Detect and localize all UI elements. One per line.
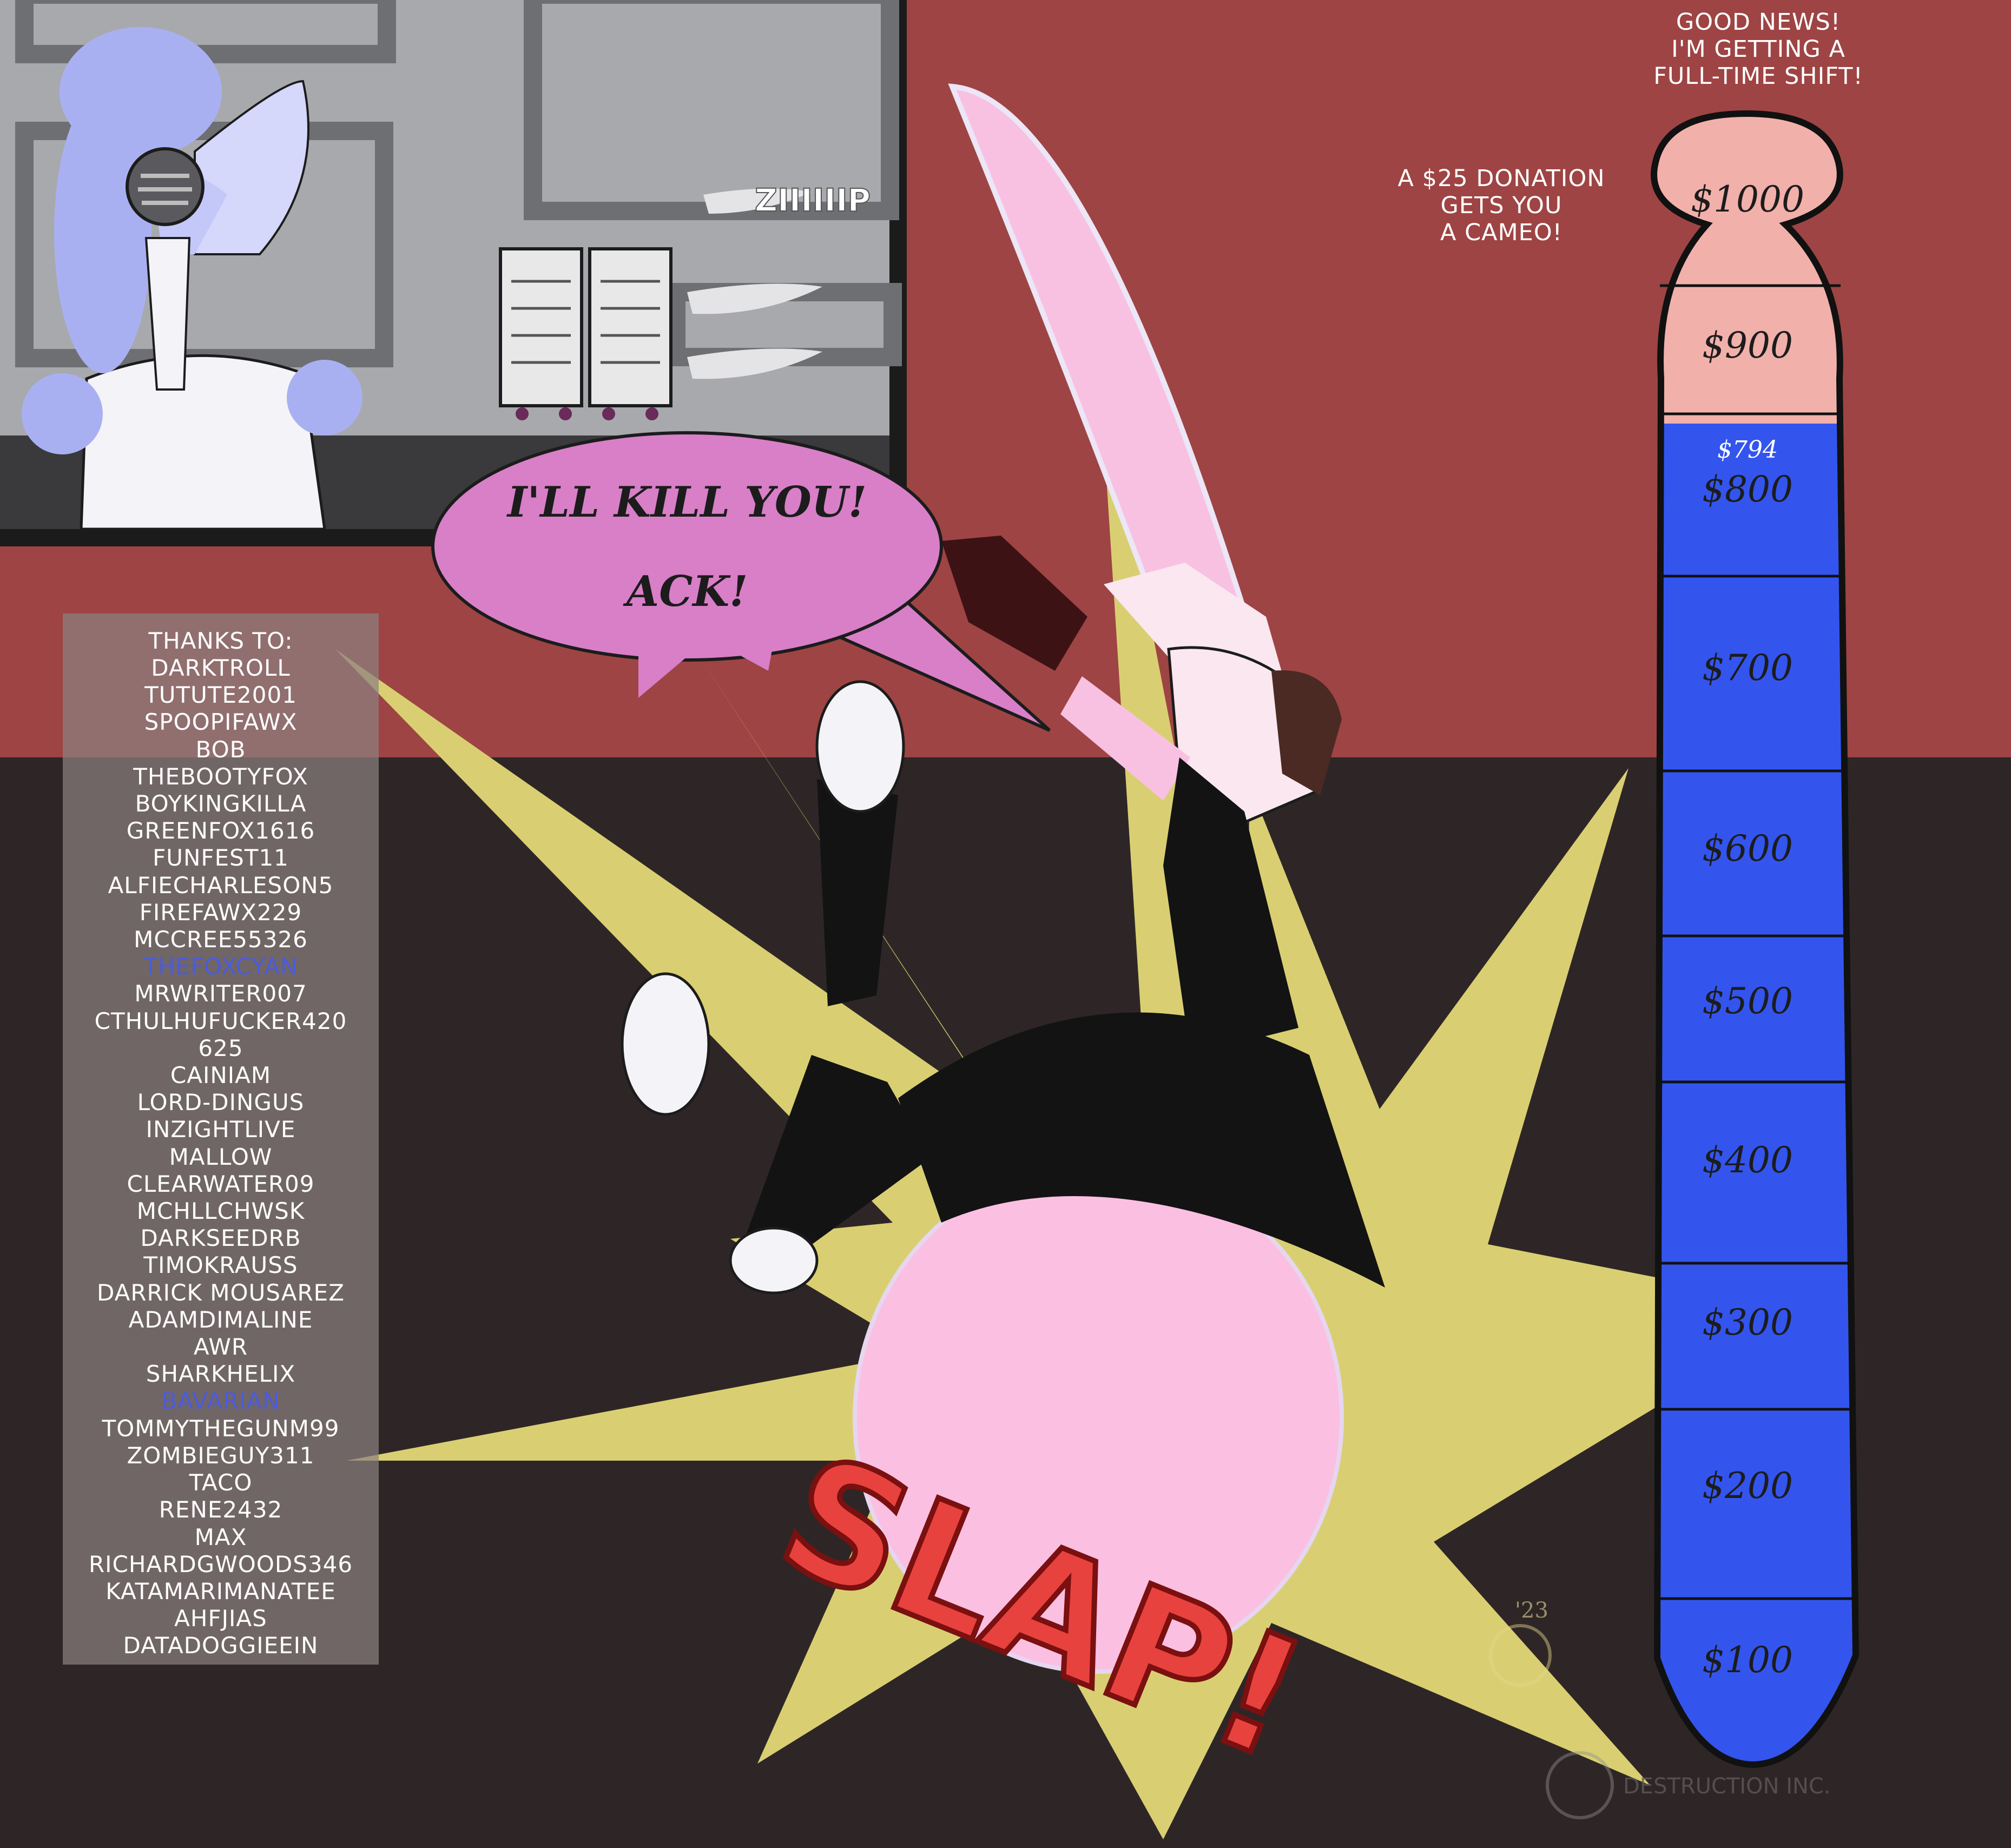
speech-bubble (431, 431, 1051, 732)
thanks-name: DARKSEEDRB (140, 1225, 301, 1252)
thanks-name: ALFIECHARLESON5 (108, 872, 334, 899)
thanks-name: SHARKHELIX (146, 1361, 296, 1388)
thanks-name: DATADOGGIEEIN (123, 1632, 319, 1659)
meter-tick-label: $600 (1702, 828, 1793, 869)
signature-year: '23 (1515, 1598, 1548, 1623)
meter-tick-label: $1000 (1691, 179, 1804, 220)
thanks-name: DARRICK MOUSAREZ (96, 1279, 345, 1306)
speech-line-2: ACK! (623, 567, 748, 616)
thanks-name: DARKTROLL (151, 655, 291, 681)
server-rack-icon (499, 247, 672, 420)
announcement-line: I'M GETTING A (1671, 36, 1845, 63)
announcement: GOOD NEWS! I'M GETTING A FULL-TIME SHIFT… (1591, 9, 1926, 90)
thanks-title: THANKS TO: (148, 628, 293, 654)
thanks-name: BOB (195, 736, 246, 763)
thanks-name: SPOOPIFAWX (144, 709, 298, 736)
thanks-name: TIMOKRAUSS (143, 1252, 298, 1279)
impact-burst (335, 352, 1818, 1839)
meter-current-amount: $794 (1717, 436, 1778, 464)
meter-tick-label: $700 (1702, 647, 1793, 689)
announcement-line: FULL-TIME SHIFT! (1653, 63, 1863, 90)
thanks-name: AWR (193, 1334, 248, 1361)
signature-mark (1489, 1624, 1614, 1819)
donation-note-line: GETS YOU (1440, 192, 1562, 219)
thanks-name: BOYKINGKILLA (135, 790, 307, 817)
meter-tick-label: $100 (1702, 1639, 1793, 1681)
thanks-name: THEBOOTYFOX (133, 763, 308, 790)
thanks-name: MAX (194, 1523, 247, 1550)
thanks-name: 625 (198, 1034, 243, 1061)
inset-panel (0, 0, 907, 546)
inset-character (22, 27, 362, 531)
watermark: DESTRUCTION INC. (1623, 1774, 1831, 1799)
donation-note-line: A $25 DONATION (1397, 165, 1605, 192)
donation-note: A $25 DONATION GETS YOU A CAMEO! (1358, 165, 1645, 246)
meter-tick-label: $900 (1702, 325, 1793, 366)
thanks-name: CLEARWATER09 (127, 1170, 315, 1197)
meter-tick-label: $800 (1702, 468, 1793, 510)
thanks-name: ZOMBIEGUY311 (127, 1442, 315, 1469)
thanks-name: RENE2432 (159, 1496, 283, 1523)
headphones-icon (126, 147, 205, 226)
main-character (621, 83, 1385, 1674)
thanks-name: CTHULHUFUCKER420 (94, 1007, 347, 1034)
thanks-name: LORD-DINGUS (137, 1089, 305, 1116)
thanks-name: TACO (189, 1469, 253, 1496)
zip-sfx: ZIIIIIIP (755, 182, 871, 219)
thanks-name: AHFJIAS (174, 1605, 267, 1632)
thanks-name: TOMMYTHEGUNM99 (102, 1415, 340, 1442)
thanks-name: MCHLLCHWSK (136, 1198, 305, 1225)
thanks-name: MRWRITER007 (134, 980, 307, 1007)
thanks-name: MALLOW (169, 1143, 273, 1170)
speech-line-1: I'LL KILL YOU! (506, 478, 867, 527)
thanks-name: MCCREE55326 (134, 926, 308, 953)
thanks-name: KATAMARIMANATEE (106, 1578, 336, 1605)
announcement-line: GOOD NEWS! (1676, 9, 1841, 36)
thanks-name: FIREFAWX229 (139, 899, 302, 926)
thanks-name: THEFOXCYAN (143, 953, 298, 980)
meter-tick-label: $500 (1702, 980, 1793, 1022)
meter-tick-label: $200 (1702, 1465, 1793, 1507)
thanks-name: ADAMDIMALINE (128, 1306, 313, 1333)
meter-tick-label: $400 (1702, 1139, 1793, 1181)
motion-lines-icon (687, 188, 822, 379)
thanks-name: GREENFOX1616 (126, 817, 315, 844)
thanks-name: RICHARDGWOODS346 (88, 1550, 353, 1578)
thanks-name: CAINIAM (170, 1062, 272, 1089)
thanks-name: FUNFEST11 (153, 844, 289, 872)
meter-tick-label: $300 (1702, 1302, 1793, 1343)
thanks-name: TUTUTE2001 (144, 682, 297, 709)
thanks-name: INZIGHTLIVE (146, 1116, 296, 1143)
thanks-name: BAVARIAN (161, 1388, 280, 1415)
donation-meter (1651, 110, 1860, 1768)
donation-note-line: A CAMEO! (1440, 219, 1562, 246)
